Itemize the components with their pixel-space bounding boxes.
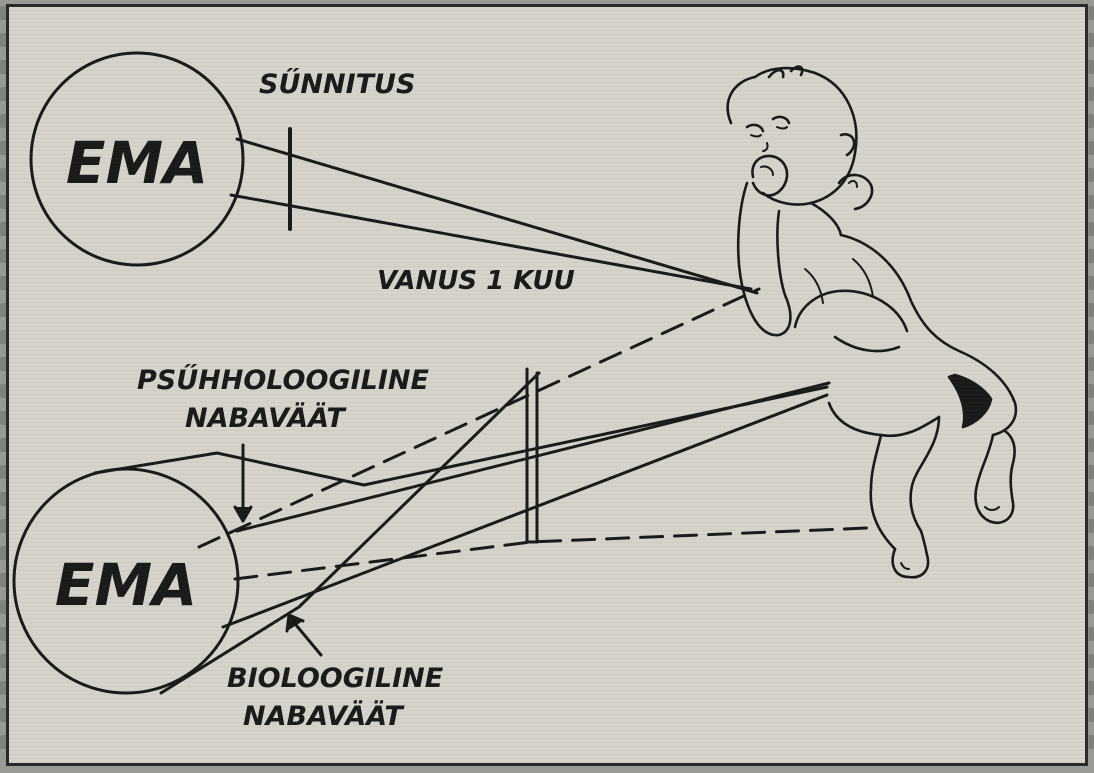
diagram-panel: EMA EMA SŰNNITUS VANUS 1 KUU PSŰHHOLOOGI… [6, 4, 1088, 766]
psych-cord-label-line2: NABAVÄÄT [185, 402, 347, 434]
bio-cord-label-line1: BIOLOOGILINE [227, 663, 444, 694]
bottom-circle-label: EMA [55, 551, 197, 619]
baby-illustration [728, 67, 1016, 578]
birth-label: SŰNNITUS [259, 68, 415, 100]
bio-cord-label-line2: NABAVÄÄT [243, 700, 405, 732]
top-circle-label: EMA [66, 129, 208, 197]
bio-cord-dashed [235, 528, 867, 579]
psych-arrowhead-icon [235, 507, 251, 521]
umbilical-cord-diagram: EMA EMA SŰNNITUS VANUS 1 KUU PSŰHHOLOOGI… [9, 7, 1085, 763]
psych-cord-label-line1: PSŰHHOLOOGILINE [137, 364, 430, 396]
age-label: VANUS 1 KUU [377, 266, 575, 296]
